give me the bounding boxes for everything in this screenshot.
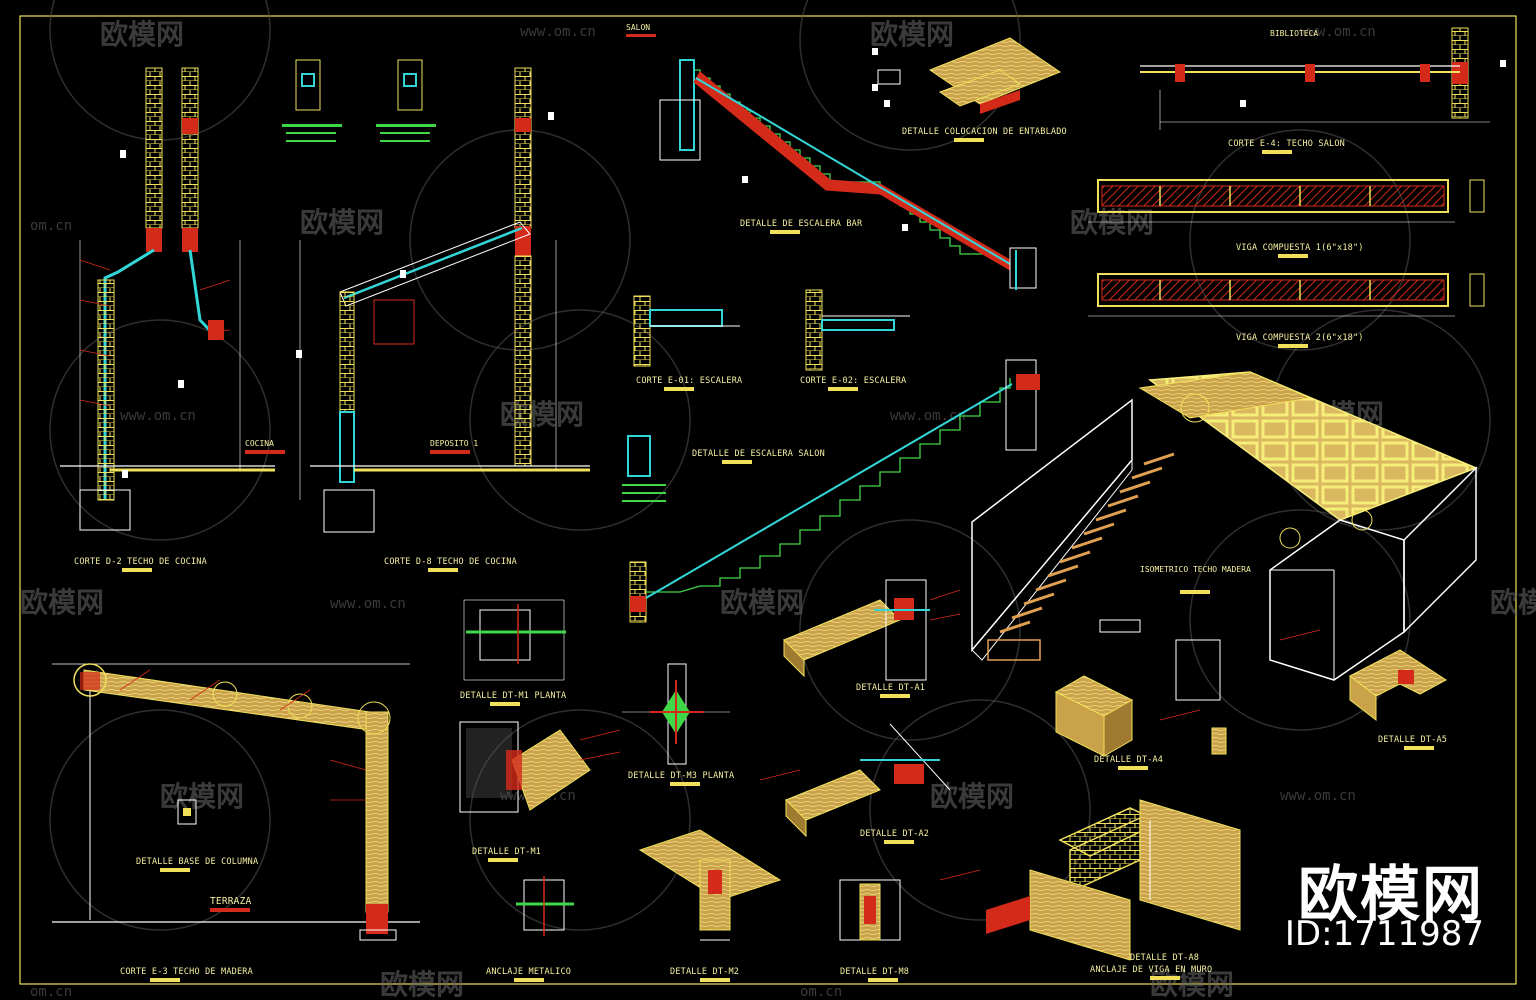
section-corte-e3: DETALLE BASE DE COLUMNA TERRAZA CORTE E-… xyxy=(52,663,420,982)
watermark-url: www.om.cn xyxy=(120,408,196,424)
detail-dt-m1: DETALLE DT-M1 PLANTA DETALLE DT-M1 xyxy=(459,599,591,862)
drawing-title-dt-m3-planta: DETALLE DT-M3 PLANTA xyxy=(628,771,734,781)
detail-dt-a1: DETALLE DT-A1 xyxy=(783,579,930,698)
watermark-url: www.om.cn xyxy=(330,596,406,612)
section-corte-e4: BIBLIOTECA CORTE E-4: TECHO SALON xyxy=(1140,27,1506,154)
drawing-title-viga1: VIGA COMPUESTA 1(6"x18") xyxy=(1236,243,1364,253)
drawing-title-dt-a5: DETALLE DT-A5 xyxy=(1378,735,1447,745)
drawing-title-escalera-salon: DETALLE DE ESCALERA SALON xyxy=(692,449,825,459)
watermark-text: 欧模网 xyxy=(300,206,384,239)
watermark-url: www.om.cn xyxy=(890,408,966,424)
section-corte-e02: CORTE E-02: ESCALERA xyxy=(800,289,910,391)
isometric-wood-roof: ISOMETRICO TECHO MADERA xyxy=(971,371,1479,681)
detail-anclaje-metalico: ANCLAJE METALICO xyxy=(486,876,574,982)
stair-detail-bar: SALON DETALLE DE ESCALERA BAR xyxy=(626,23,1037,290)
detail-dt-m8: DETALLE DT-M8 xyxy=(839,879,909,982)
drawing-title-corte-d2: CORTE D-2 TECHO DE COCINA xyxy=(74,557,207,567)
drawing-title-corte-e02: CORTE E-02: ESCALERA xyxy=(800,376,906,386)
drawing-title-dt-a8: DETALLE DT-A8 xyxy=(1130,953,1199,963)
watermark-url: www.om.cn xyxy=(1280,788,1356,804)
room-label-cocina: COCINA xyxy=(245,439,274,448)
room-label-terraza: TERRAZA xyxy=(210,896,252,907)
drawing-title-dt-m1: DETALLE DT-M1 xyxy=(472,847,541,857)
watermark-text: 欧模网 xyxy=(930,780,1014,813)
stair-detail-salon: DETALLE DE ESCALERA SALON xyxy=(622,359,1040,623)
drawing-title-viga2: VIGA COMPUESTA 2(6"x18") xyxy=(1236,333,1364,343)
drawing-title-isometrico: ISOMETRICO TECHO MADERA xyxy=(1140,565,1251,574)
section-corte-d2: COCINA CORTE D-2 TECHO DE COCINA xyxy=(60,67,285,572)
drawing-title-dt-m2: DETALLE DT-M2 xyxy=(670,967,739,977)
column-details xyxy=(282,59,436,142)
drawing-title-dt-a2: DETALLE DT-A2 xyxy=(860,829,929,839)
watermark-text: 欧模网 xyxy=(500,398,584,431)
sheet-border xyxy=(19,15,1517,985)
watermark-text: 欧模网 xyxy=(720,586,804,619)
detail-dt-a2: DETALLE DT-A2 xyxy=(785,723,951,844)
detail-dt-m3-planta: DETALLE DT-M3 PLANTA xyxy=(622,663,734,786)
watermark-url: om.cn xyxy=(30,984,72,1000)
drawing-title-dt-m8: DETALLE DT-M8 xyxy=(840,967,909,977)
detail-dt-m2: DETALLE DT-M2 xyxy=(638,829,782,982)
drawing-title-entablado: DETALLE COLOCACION DE ENTABLADO xyxy=(902,127,1067,137)
watermark-text: 欧模网 xyxy=(100,18,184,51)
composite-beams: VIGA COMPUESTA 1(6"x18") VIGA COMPUESTA … xyxy=(1088,179,1485,348)
watermark-text: 欧模网 xyxy=(1490,586,1536,619)
watermark-url: www.om.cn xyxy=(520,24,596,40)
section-corte-d8: DEPOSITO 1 CORTE D-8 TECHO DE COCINA xyxy=(296,67,590,572)
detail-dt-a4: DETALLE DT-A4 xyxy=(1054,619,1227,770)
brand-logo-text: 欧模网 xyxy=(1298,860,1484,930)
watermark-text: 欧模网 xyxy=(160,780,244,813)
watermark-text: 欧模网 xyxy=(870,18,954,51)
watermark-url: www.om.cn xyxy=(1300,24,1376,40)
watermark-text: 欧模网 xyxy=(1070,206,1154,239)
watermark-url: om.cn xyxy=(30,218,72,234)
drawing-title-corte-e4: CORTE E-4: TECHO SALON xyxy=(1228,139,1345,149)
drawing-title-escalera-bar: DETALLE DE ESCALERA BAR xyxy=(740,219,863,229)
section-corte-e01: CORTE E-01: ESCALERA xyxy=(633,295,742,391)
detail-dt-a5: DETALLE DT-A5 xyxy=(1349,649,1447,750)
room-label-biblioteca: BIBLIOTECA xyxy=(1270,29,1318,38)
room-label-salon: SALON xyxy=(626,23,650,32)
watermark-text: 欧模网 xyxy=(1150,968,1234,1000)
drawing-title-base-columna: DETALLE BASE DE COLUMNA xyxy=(136,857,258,867)
watermark-url: om.cn xyxy=(800,984,842,1000)
drawing-title-corte-d8: CORTE D-8 TECHO DE COCINA xyxy=(384,557,517,567)
watermark-text: 欧模网 xyxy=(380,968,464,1000)
brand-id: ID:1711987 xyxy=(1284,914,1484,954)
drawing-title-corte-e3: CORTE E-3 TECHO DE MADERA xyxy=(120,967,253,977)
watermark-text: 欧模网 xyxy=(20,586,104,619)
drawing-title-anclaje: ANCLAJE METALICO xyxy=(486,967,571,977)
drawing-title-dt-m1-planta: DETALLE DT-M1 PLANTA xyxy=(460,691,566,701)
drawing-title-dt-a1: DETALLE DT-A1 xyxy=(856,683,925,693)
drawing-title-dt-a4: DETALLE DT-A4 xyxy=(1094,755,1163,765)
detail-dt-a8: DETALLE DT-A8 ANCLAJE DE VIGA EN MURO xyxy=(986,799,1241,980)
detail-entablado: DETALLE COLOCACION DE ENTABLADO xyxy=(872,37,1067,142)
annotation-marks xyxy=(579,589,1321,881)
room-label-deposito: DEPOSITO 1 xyxy=(430,439,478,448)
drawing-title-corte-e01: CORTE E-01: ESCALERA xyxy=(636,376,742,386)
drawing-subtitle-anclaje-viga: ANCLAJE DE VIGA EN MURO xyxy=(1090,965,1212,975)
watermark-layer: 欧模网 欧模网 欧模网 欧模网 欧模网 欧模网 欧模网 欧模网 欧模网 欧模网 … xyxy=(20,0,1536,1000)
